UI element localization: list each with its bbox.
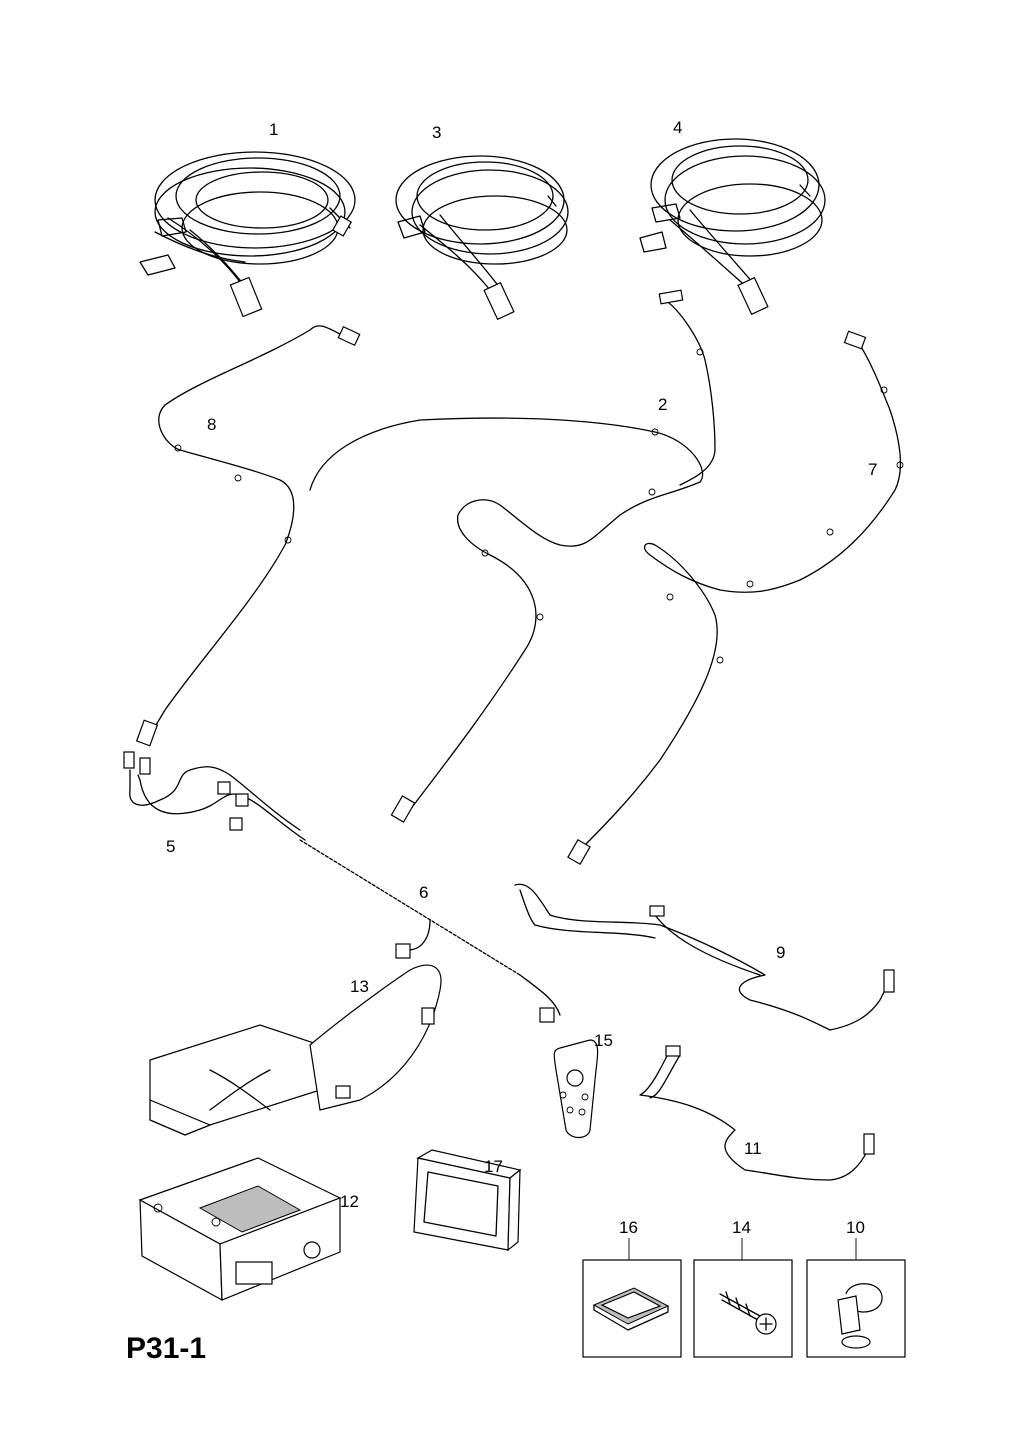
part-3-coiled-cable[interactable] [395, 155, 569, 321]
part-9-cable[interactable] [514, 883, 895, 1031]
part-11-cable[interactable] [639, 1045, 875, 1181]
part-1-coiled-cable[interactable] [139, 151, 356, 318]
part-2-antenna-cable[interactable] [309, 289, 716, 823]
callout-14: 14 [732, 1218, 751, 1237]
page-code: P31-1 [126, 1332, 207, 1365]
callout-4: 4 [673, 118, 683, 137]
part-4-coiled-cable[interactable] [639, 138, 826, 316]
callout-3: 3 [432, 123, 442, 142]
part-6-corrugated-harness[interactable] [299, 839, 561, 1023]
callout-16: 16 [619, 1218, 638, 1237]
part-16-box[interactable] [582, 1238, 682, 1358]
part-5-wiring-harness[interactable] [123, 751, 306, 841]
callout-10: 10 [846, 1218, 865, 1237]
part-14-box[interactable] [693, 1238, 793, 1358]
part-15-remote-control[interactable] [553, 1039, 599, 1139]
callout-7: 7 [868, 460, 878, 479]
part-10-box[interactable] [806, 1238, 906, 1358]
callout-2: 2 [658, 395, 668, 414]
callout-5: 5 [166, 837, 176, 856]
part-8-antenna-cable[interactable] [135, 325, 361, 747]
callout-9: 9 [776, 943, 786, 962]
callout-17: 17 [484, 1157, 503, 1176]
callout-1: 1 [269, 120, 279, 139]
part-17-display-module[interactable] [413, 1149, 522, 1252]
part-7-antenna-cable[interactable] [567, 330, 904, 865]
callout-15: 15 [594, 1031, 613, 1050]
callout-13: 13 [350, 977, 369, 996]
part-12-control-unit[interactable] [138, 1157, 342, 1302]
callout-6: 6 [419, 883, 429, 902]
part-13-bracket[interactable] [149, 964, 442, 1136]
callout-12: 12 [340, 1192, 359, 1211]
callout-8: 8 [207, 415, 217, 434]
callout-11: 11 [744, 1139, 762, 1158]
